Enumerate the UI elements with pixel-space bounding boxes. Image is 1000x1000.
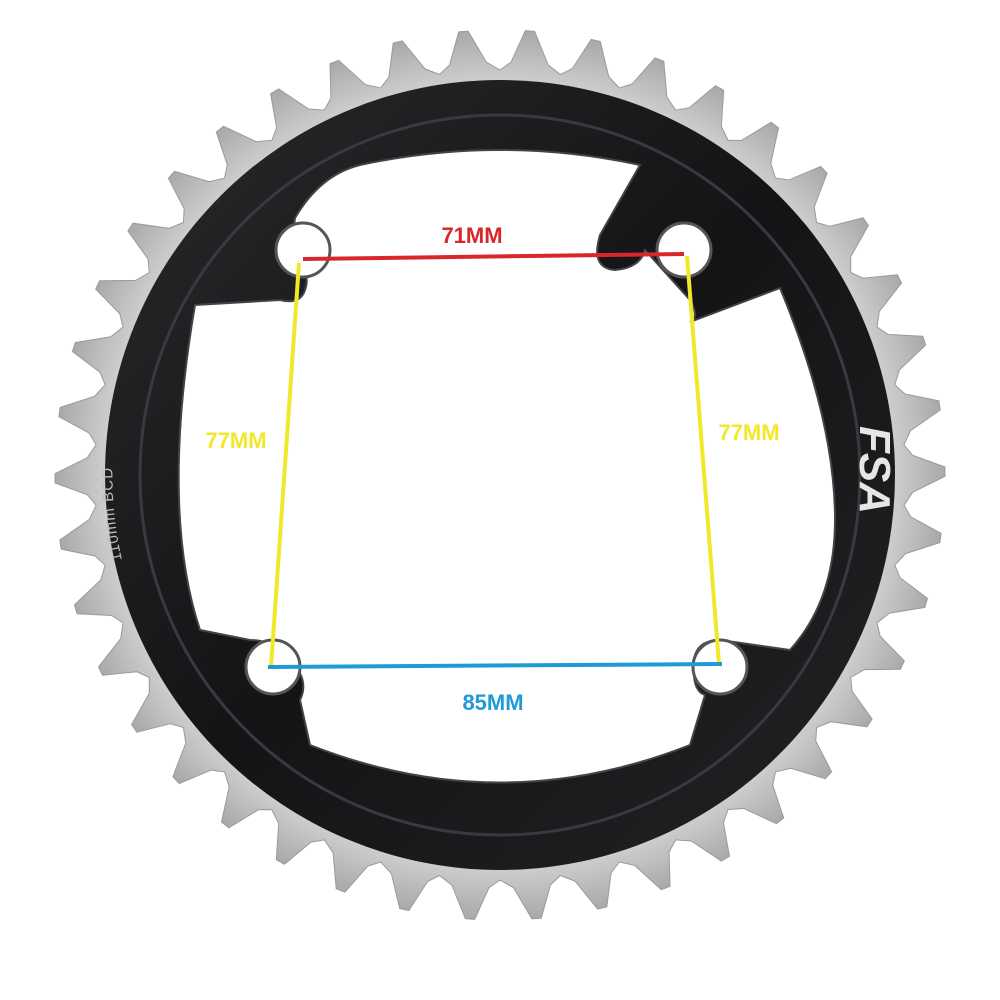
measurement-overlay: 71MM 77MM 77MM 85MM <box>205 223 779 715</box>
measurement-label-top: 71MM <box>441 223 502 248</box>
bolt-hole-top-right <box>655 221 713 279</box>
measurement-line-bottom <box>267 662 723 669</box>
bolt-hole-top-left <box>274 221 332 279</box>
measurement-line-top <box>302 252 685 261</box>
measurement-line-right <box>685 255 721 665</box>
bolt-hole-bottom-right <box>691 638 749 696</box>
brand-logo: FSA <box>850 426 899 514</box>
measurement-line-left <box>269 262 301 668</box>
measurement-label-right: 77MM <box>718 420 779 445</box>
bolt-holes <box>244 221 749 696</box>
center-cutout <box>177 149 837 784</box>
measurement-label-bottom: 85MM <box>462 690 523 715</box>
measurement-label-left: 77MM <box>205 428 266 453</box>
